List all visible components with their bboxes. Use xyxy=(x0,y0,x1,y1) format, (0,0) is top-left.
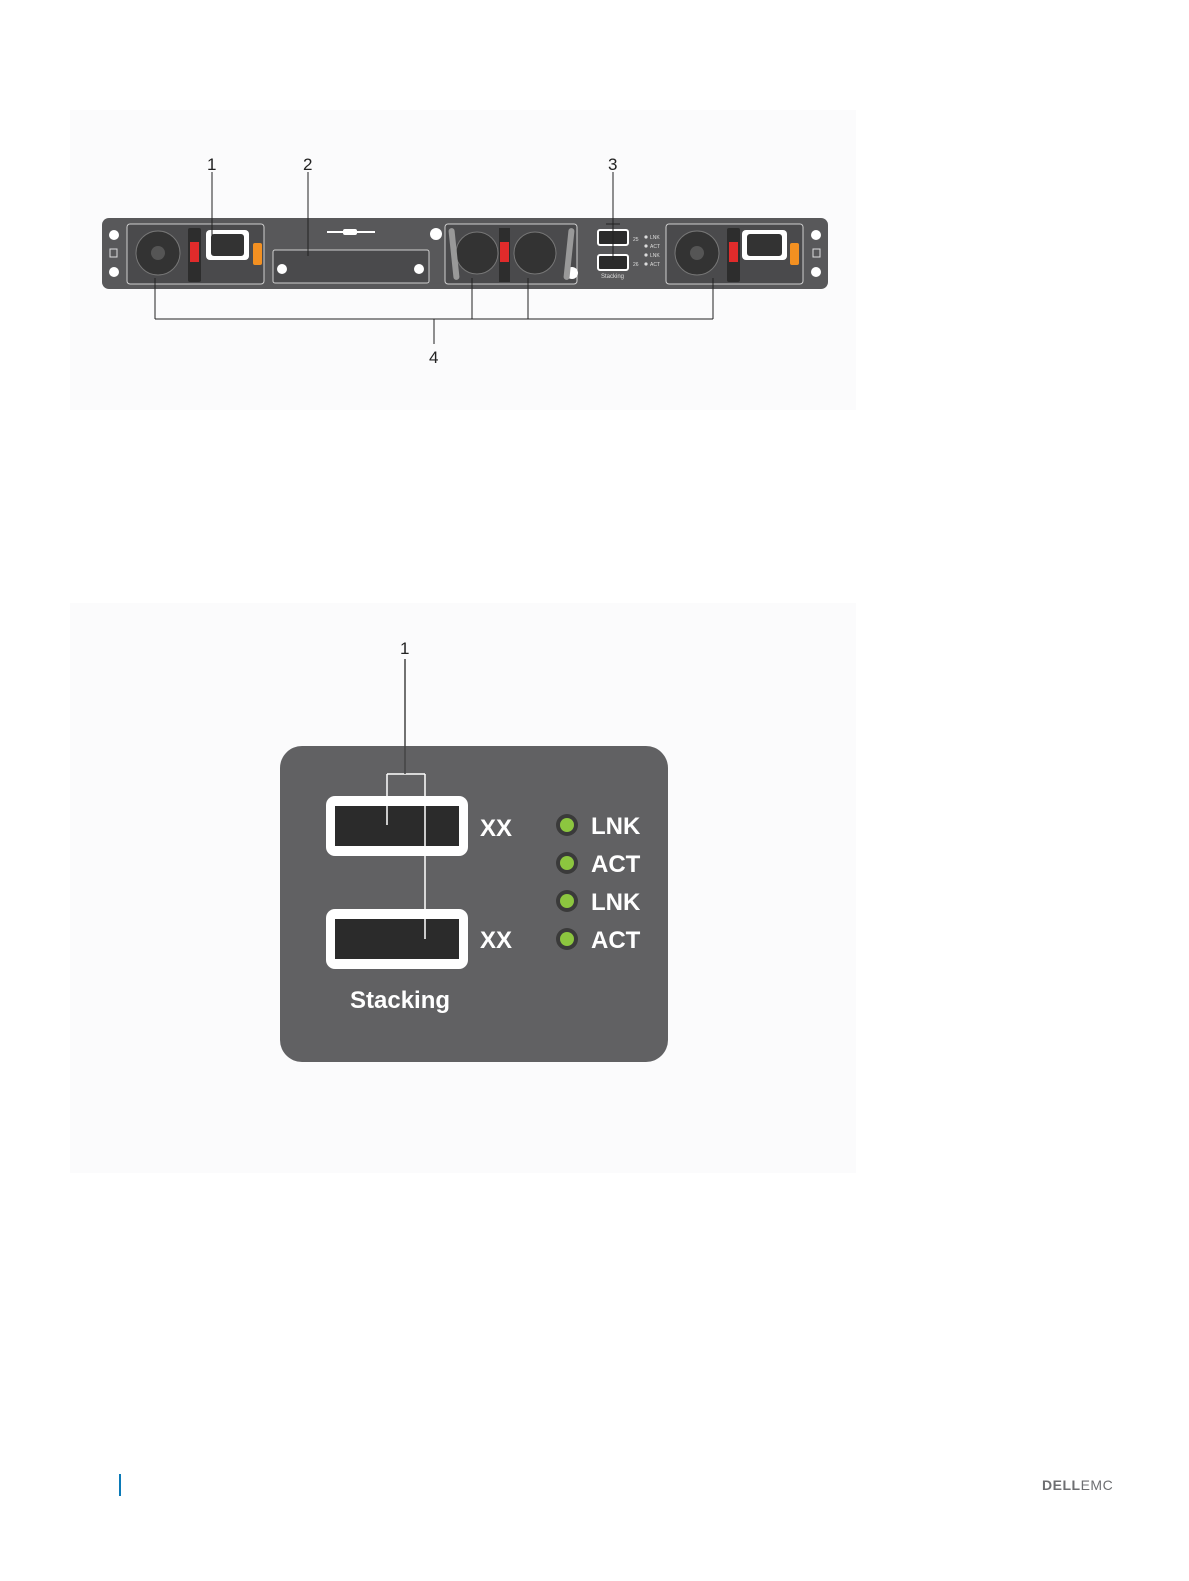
port-number: 26 xyxy=(633,262,639,268)
psu-right xyxy=(666,224,803,284)
stacking-port-2 xyxy=(335,919,459,959)
rear-panel-diagram: 25 26 Stacking LNK ACT LNK ACT xyxy=(70,110,856,410)
callout-number: 1 xyxy=(400,639,409,658)
stacking-label: Stacking xyxy=(350,987,450,1014)
psu-left xyxy=(127,224,264,284)
port-label: XX xyxy=(480,815,512,842)
led-indicator xyxy=(560,856,574,870)
led-indicator xyxy=(560,894,574,908)
fan-icon xyxy=(456,232,498,274)
stacking-label: Stacking xyxy=(601,274,624,280)
brand-logo: DELLEMC xyxy=(1042,1477,1113,1493)
port-number: 25 xyxy=(633,237,639,243)
led-label: LNK xyxy=(650,235,660,241)
led-label: ACT xyxy=(591,851,641,878)
port-label: XX xyxy=(480,927,512,954)
stacking-port-1 xyxy=(335,806,459,846)
led-indicator xyxy=(560,932,574,946)
brand-bold: DELL xyxy=(1042,1477,1081,1493)
mount-hole xyxy=(811,267,821,277)
led-label: ACT xyxy=(650,244,660,250)
mount-hole xyxy=(811,230,821,240)
callout-number: 1 xyxy=(207,155,216,174)
led-label: ACT xyxy=(650,262,660,268)
footer-accent-bar xyxy=(119,1474,121,1496)
mount-hole xyxy=(109,230,119,240)
led-label: LNK xyxy=(650,253,660,259)
brand-light: EMC xyxy=(1081,1477,1114,1493)
fan-module xyxy=(430,224,578,284)
callout-number: 3 xyxy=(608,155,617,174)
led-label: ACT xyxy=(591,927,641,954)
led-label: LNK xyxy=(591,889,641,916)
psu-handle xyxy=(253,243,262,265)
release-latch xyxy=(729,242,738,262)
rear-panel-figure: 25 26 Stacking LNK ACT LNK ACT xyxy=(70,110,856,410)
led-label: LNK xyxy=(591,813,641,840)
callout-number: 4 xyxy=(429,348,438,367)
stacking-detail-figure: XX XX Stacking LNK ACT LNK ACT 1 xyxy=(70,603,856,1173)
stacking-detail-diagram: XX XX Stacking LNK ACT LNK ACT 1 xyxy=(70,603,856,1173)
release-latch xyxy=(500,242,509,262)
fan-icon xyxy=(514,232,556,274)
mount-hole xyxy=(109,267,119,277)
release-latch xyxy=(190,242,199,262)
led-indicator xyxy=(560,818,574,832)
psu-handle xyxy=(790,243,799,265)
callout-number: 2 xyxy=(303,155,312,174)
